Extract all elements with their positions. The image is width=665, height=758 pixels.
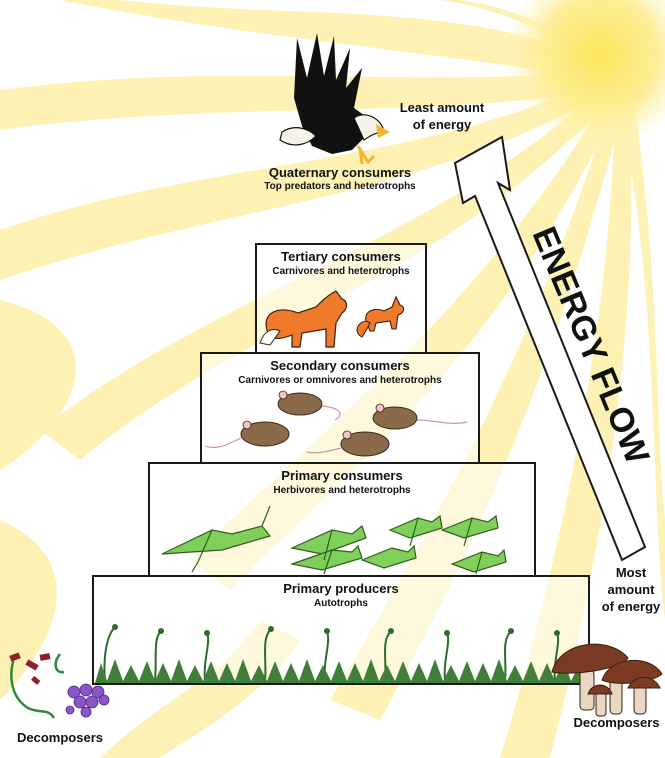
grasshopper-icon [152,500,532,575]
primary-consumers-subtitle: Herbivores and heterotrophs [150,485,534,496]
least-energy-label: Least amount of energy [392,99,492,133]
decomposers-left-label: Decomposers [10,730,110,745]
primary-consumers-title: Primary consumers [150,468,534,483]
primary-producers-title: Primary producers [94,581,588,596]
secondary-consumers-subtitle: Carnivores or omnivores and heterotrophs [202,375,478,386]
secondary-consumers-title: Secondary consumers [202,358,478,373]
decomposers-right-label: Decomposers [568,715,665,730]
quaternary-consumers-title: Quaternary consumers [240,165,440,180]
fox-icon [258,283,424,353]
tertiary-consumers-subtitle: Carnivores and heterotrophs [257,266,425,277]
primary-producers-subtitle: Autotrophs [94,598,588,609]
grass-icon [95,615,587,683]
quaternary-consumers-subtitle: Top predators and heterotrophs [230,181,450,192]
eagle-icon [272,28,392,168]
most-energy-label: Most amount of energy [600,564,662,615]
tertiary-consumers-title: Tertiary consumers [257,249,425,264]
mouse-icon [205,390,475,462]
bacteria-icon [4,648,114,726]
